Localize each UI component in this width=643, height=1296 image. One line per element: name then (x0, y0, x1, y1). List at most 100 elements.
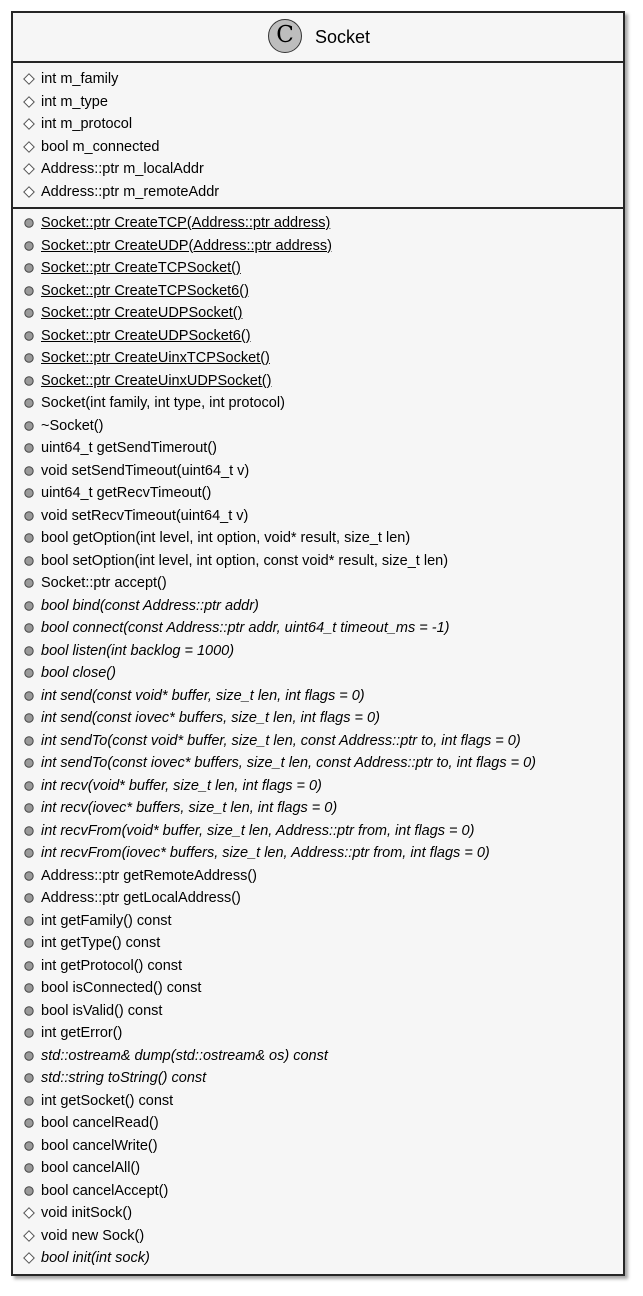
method-row-text: Socket(int family, int type, int protoco… (41, 395, 285, 411)
method-row-text: Socket::ptr CreateTCP(Address::ptr addre… (41, 215, 331, 231)
method-row-text: Socket::ptr CreateUinxUDPSocket() (41, 372, 272, 389)
method-row-text: int sendTo(const iovec* buffers, size_t … (41, 755, 536, 771)
method-row: Socket::ptr accept() (13, 572, 623, 595)
method-row: Address::ptr getLocalAddress() (13, 887, 623, 910)
field-row: int m_family (13, 68, 623, 91)
public-visibility-circle-icon (23, 420, 35, 432)
method-row: Socket(int family, int type, int protoco… (13, 392, 623, 415)
public-visibility-circle-icon (23, 375, 35, 387)
public-visibility-circle-icon (23, 1162, 35, 1174)
method-row-text: int sendTo(const void* buffer, size_t le… (41, 732, 521, 749)
field-row: bool m_connected (13, 136, 623, 159)
field-row-text: Address::ptr m_localAddr (41, 161, 204, 177)
public-visibility-circle-icon (23, 330, 35, 342)
method-row: std::ostream& dump(std::ostream& os) con… (13, 1045, 623, 1068)
method-row-text: bool init(int sock) (41, 1250, 150, 1266)
method-row: bool cancelAccept() (13, 1180, 623, 1203)
public-visibility-circle-icon (23, 555, 35, 567)
method-row-text: uint64_t getSendTimerout() (41, 440, 217, 456)
method-row: bool init(int sock) (13, 1247, 623, 1270)
method-row: bool close() (13, 662, 623, 685)
method-row-text: Socket::ptr accept() (41, 575, 167, 591)
method-row-text: bool listen(int backlog = 1000) (41, 642, 235, 659)
public-visibility-circle-icon (23, 982, 35, 994)
public-visibility-circle-icon (23, 825, 35, 837)
public-visibility-circle-icon (23, 1185, 35, 1197)
field-row: Address::ptr m_remoteAddr (13, 181, 623, 204)
public-visibility-circle-icon (23, 960, 35, 972)
class-stereotype-icon: C (268, 19, 302, 53)
method-row-text: Socket::ptr CreateTCPSocket6() (41, 282, 249, 299)
method-row: bool cancelWrite() (13, 1135, 623, 1158)
method-row-text: uint64_t getRecvTimeout() (41, 485, 212, 501)
class-header: C Socket (13, 13, 623, 63)
private-visibility-diamond-icon (23, 118, 35, 130)
class-name: Socket (315, 27, 371, 47)
method-row-text: void initSock() (41, 1205, 133, 1221)
public-visibility-circle-icon (23, 1050, 35, 1062)
method-row-text: std::string toString() const (41, 1070, 207, 1086)
public-visibility-circle-icon (23, 645, 35, 657)
field-row-text: int m_protocol (41, 116, 133, 132)
method-row: Socket::ptr CreateUDP(Address::ptr addre… (13, 235, 623, 258)
method-row-text: bool bind(const Address::ptr addr) (41, 597, 259, 614)
method-row-text: int getType() const (41, 935, 161, 951)
method-row: Socket::ptr CreateUDPSocket6() (13, 325, 623, 348)
method-row-text: void new Sock() (41, 1227, 145, 1244)
public-visibility-circle-icon (23, 217, 35, 229)
private-visibility-diamond-icon (23, 163, 35, 175)
method-row-text: bool cancelRead() (41, 1115, 159, 1131)
method-row-text: Address::ptr getRemoteAddress() (41, 867, 257, 884)
method-row-text: bool connect(const Address::ptr addr, ui… (41, 620, 450, 636)
field-row: int m_protocol (13, 113, 623, 136)
private-visibility-diamond-icon (23, 185, 35, 198)
method-row: uint64_t getRecvTimeout() (13, 482, 623, 505)
private-visibility-diamond-icon (23, 95, 35, 108)
field-row: int m_type (13, 91, 623, 114)
method-row-text: Socket::ptr CreateUDP(Address::ptr addre… (41, 237, 332, 254)
method-row: int sendTo(const iovec* buffers, size_t … (13, 752, 623, 775)
method-row-text: Socket::ptr CreateTCPSocket() (41, 260, 241, 276)
public-visibility-circle-icon (23, 510, 35, 522)
method-row-text: bool cancelAccept() (41, 1182, 169, 1199)
method-row: int recvFrom(iovec* buffers, size_t len,… (13, 842, 623, 865)
public-visibility-circle-icon (23, 870, 35, 882)
method-row: void initSock() (13, 1202, 623, 1225)
method-row-text: int recvFrom(iovec* buffers, size_t len,… (41, 845, 490, 861)
field-row-text: int m_type (41, 93, 108, 110)
public-visibility-circle-icon (23, 600, 35, 612)
method-row-text: bool close() (41, 665, 116, 681)
public-visibility-circle-icon (23, 847, 35, 859)
method-row: bool isConnected() const (13, 977, 623, 1000)
public-visibility-circle-icon (23, 397, 35, 409)
method-row: bool isValid() const (13, 1000, 623, 1023)
method-row: bool listen(int backlog = 1000) (13, 640, 623, 663)
field-row-text: bool m_connected (41, 138, 160, 155)
method-row: Socket::ptr CreateTCPSocket6() (13, 280, 623, 303)
method-row: std::string toString() const (13, 1067, 623, 1090)
method-row-text: int send(const void* buffer, size_t len,… (41, 687, 365, 704)
method-row-text: bool getOption(int level, int option, vo… (41, 530, 411, 546)
method-row-text: int getSocket() const (41, 1092, 174, 1109)
public-visibility-circle-icon (23, 487, 35, 499)
public-visibility-circle-icon (23, 915, 35, 927)
method-row: Socket::ptr CreateUDPSocket() (13, 302, 623, 325)
method-row: bool cancelAll() (13, 1157, 623, 1180)
public-visibility-circle-icon (23, 892, 35, 904)
method-row-text: ~Socket() (41, 417, 104, 434)
method-row: int getType() const (13, 932, 623, 955)
method-row: ~Socket() (13, 415, 623, 438)
public-visibility-circle-icon (23, 1005, 35, 1017)
method-row-text: bool cancelAll() (41, 1160, 141, 1176)
method-row: int getFamily() const (13, 910, 623, 933)
public-visibility-circle-icon (23, 712, 35, 724)
method-row-text: int recv(void* buffer, size_t len, int f… (41, 777, 322, 794)
method-row: bool connect(const Address::ptr addr, ui… (13, 617, 623, 640)
public-visibility-circle-icon (23, 1095, 35, 1107)
method-row: bool setOption(int level, int option, co… (13, 550, 623, 573)
method-row-text: int getError() (41, 1025, 123, 1041)
public-visibility-circle-icon (23, 240, 35, 252)
method-row: int send(const void* buffer, size_t len,… (13, 685, 623, 708)
method-row: bool getOption(int level, int option, vo… (13, 527, 623, 550)
